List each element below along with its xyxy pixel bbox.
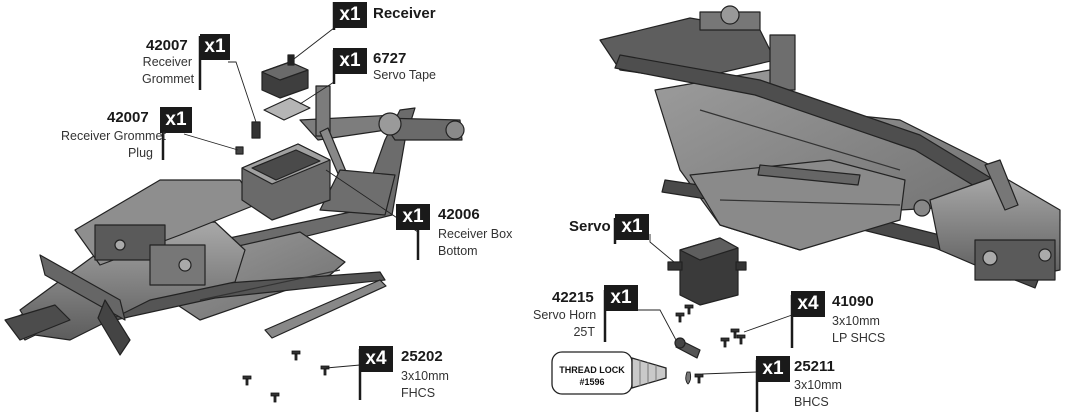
part-description: 3x10mm LP SHCS bbox=[832, 314, 886, 345]
front-link bbox=[97, 299, 131, 356]
screw bbox=[291, 350, 301, 361]
part-number: 6727 bbox=[373, 50, 407, 67]
fhcs-screws bbox=[242, 350, 330, 403]
part-description: Servo Tape bbox=[373, 68, 437, 82]
front-servo-housing bbox=[94, 224, 166, 261]
frame-edge bbox=[699, 109, 901, 171]
quantity-badge: x1 bbox=[396, 204, 430, 230]
left-chassis-assembly bbox=[4, 85, 465, 356]
quantity-badge: x1 bbox=[160, 107, 192, 133]
leader-receiver-grommet bbox=[228, 61, 257, 123]
receiver-grommet-plug-part bbox=[235, 146, 244, 155]
front-bolt bbox=[982, 250, 998, 266]
leader-servo-horn bbox=[605, 309, 677, 341]
screw bbox=[242, 375, 252, 386]
rear-mount-boss bbox=[378, 112, 402, 136]
part-number: 42006 bbox=[438, 206, 480, 223]
leader-lp-shcs bbox=[743, 314, 793, 333]
right-screws bbox=[675, 304, 746, 385]
quantity-badge: x1 bbox=[756, 356, 790, 382]
frame-edge bbox=[719, 199, 901, 206]
part-number: 25202 bbox=[401, 348, 443, 365]
front-mount bbox=[913, 199, 931, 217]
receiver-unit-top bbox=[261, 61, 309, 81]
thread-lock-number: #1596 bbox=[579, 377, 604, 387]
front-bolt bbox=[1038, 248, 1052, 262]
rear-mount-boss bbox=[720, 5, 740, 25]
front-bolt bbox=[114, 239, 126, 251]
servo-part-top bbox=[679, 237, 739, 261]
part-description: Receiver Box Bottom bbox=[438, 227, 513, 258]
servo-tape bbox=[263, 97, 311, 121]
quantity-badge: x1 bbox=[200, 34, 230, 60]
part-number: 42215 bbox=[552, 289, 594, 306]
screw bbox=[694, 373, 704, 384]
mid-crossmember bbox=[757, 164, 861, 186]
screw bbox=[730, 328, 740, 339]
right-chassis-assembly bbox=[599, 5, 1061, 289]
frame-edge bbox=[199, 269, 341, 301]
part-number: 42007 bbox=[146, 37, 188, 54]
screw bbox=[684, 304, 694, 315]
rear-mount-boss bbox=[445, 120, 465, 140]
part-description: Servo Horn 25T bbox=[533, 308, 597, 339]
thread-lock-label: THREAD LOCK bbox=[559, 365, 625, 375]
servo-parts bbox=[667, 237, 747, 359]
part-number: 42007 bbox=[107, 109, 149, 126]
leader-fhcs bbox=[325, 364, 361, 369]
screw bbox=[720, 337, 730, 348]
thread-lock-bottle: THREAD LOCK #1596 bbox=[551, 351, 667, 395]
thread-lock-drop bbox=[685, 371, 692, 385]
rear-shock-tower-right bbox=[769, 34, 796, 91]
part-number: Servo bbox=[569, 218, 611, 235]
receiver-grommet-part bbox=[251, 121, 261, 139]
receiver-box-cavity bbox=[251, 149, 321, 181]
front-bumper bbox=[4, 304, 71, 341]
part-description: Receiver Grommet Plug bbox=[61, 129, 166, 160]
thread-lock-nozzle bbox=[631, 357, 667, 389]
servo-tab bbox=[667, 261, 683, 271]
front-shock bbox=[984, 159, 1019, 211]
quantity-badge: x1 bbox=[604, 285, 638, 311]
servo-tab bbox=[735, 261, 747, 271]
quantity-badge: x1 bbox=[333, 48, 367, 74]
receiver-antenna bbox=[287, 54, 295, 66]
quantity-badge: x4 bbox=[359, 346, 393, 372]
screw bbox=[736, 334, 746, 345]
quantity-badge: x1 bbox=[615, 214, 649, 240]
mid-frame-side bbox=[319, 169, 396, 216]
part-description: 3x10mm BHCS bbox=[794, 378, 842, 409]
screw bbox=[270, 392, 280, 403]
leader-servo bbox=[649, 234, 675, 263]
part-number: Receiver bbox=[373, 5, 436, 22]
part-description: Receiver Grommet bbox=[142, 55, 195, 86]
part-number: 25211 bbox=[794, 358, 835, 375]
quantity-badge: x1 bbox=[333, 2, 367, 28]
quantity-badge: x4 bbox=[791, 291, 825, 317]
left-front-link bbox=[264, 279, 387, 339]
part-number: 41090 bbox=[832, 293, 874, 310]
front-axle-box bbox=[149, 244, 206, 286]
screw bbox=[320, 365, 330, 376]
part-description: 3x10mm FHCS bbox=[401, 369, 449, 400]
leader-receiver-grommet-plug bbox=[183, 133, 239, 151]
screw bbox=[675, 312, 685, 323]
servo-horn-hub bbox=[674, 337, 686, 349]
leader-receiver bbox=[289, 14, 335, 63]
front-bolt bbox=[178, 258, 192, 272]
leader-bhcs bbox=[701, 371, 758, 375]
receiver-parts bbox=[235, 54, 331, 221]
